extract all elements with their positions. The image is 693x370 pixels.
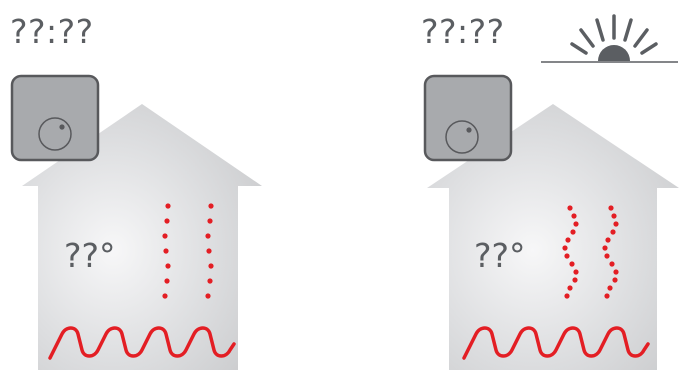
- clock-display: ??:??: [421, 12, 505, 51]
- room-temperature: ??°: [64, 236, 116, 275]
- thermostat-dial-icon: [39, 118, 71, 150]
- night-scene: ??:?? ??°: [0, 0, 346, 370]
- day-scene-illustration: [346, 0, 693, 370]
- sunrise-icon: [541, 16, 678, 62]
- crescent-moon-icon: [223, 30, 269, 109]
- day-scene: ??:?? ??°: [346, 0, 693, 370]
- clock-display: ??:??: [10, 12, 94, 51]
- thermostat-device: [12, 76, 98, 160]
- thermostat-device: [425, 76, 511, 160]
- night-scene-illustration: [0, 0, 346, 370]
- room-temperature: ??°: [474, 236, 526, 275]
- thermostat-dial-icon: [446, 121, 478, 153]
